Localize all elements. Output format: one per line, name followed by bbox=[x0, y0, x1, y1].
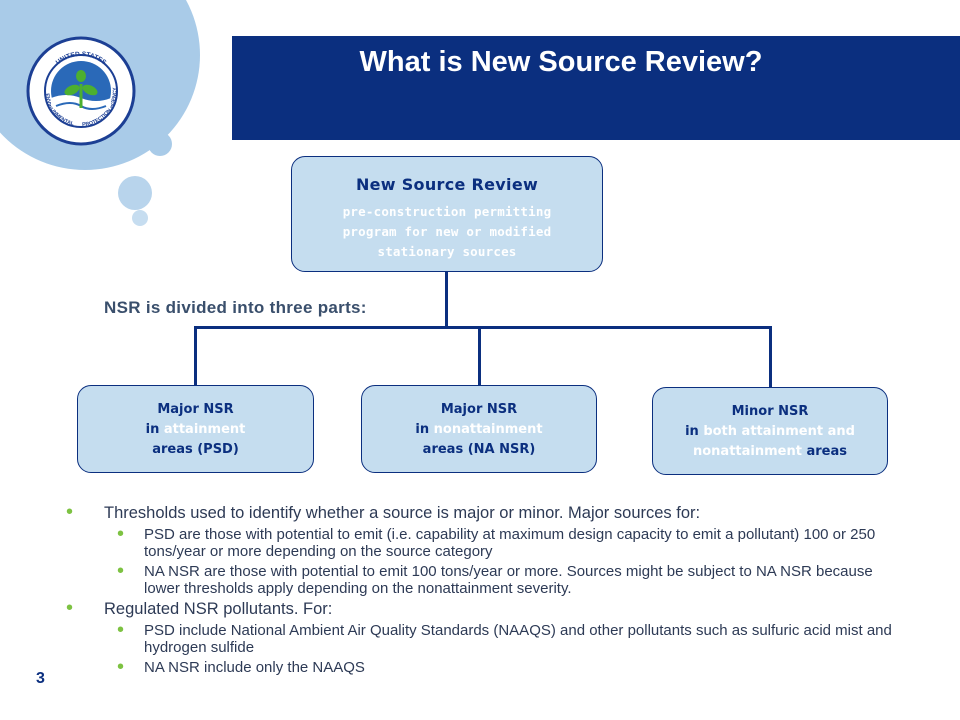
decorative-circle-medium bbox=[148, 132, 172, 156]
part-area-suffix: areas (NA NSR) bbox=[422, 442, 536, 457]
nsr-root-description-line: stationary sources bbox=[377, 244, 517, 259]
page-number: 3 bbox=[36, 670, 45, 687]
bullet-dot-icon: • bbox=[117, 656, 125, 678]
connector-middle bbox=[478, 326, 481, 386]
part-title: Minor NSR bbox=[731, 404, 809, 419]
epa-seal-logo: UNITED STATES ENVIRONMENTAL PROTECTION A… bbox=[26, 36, 136, 146]
part-title: Major NSR bbox=[440, 402, 518, 417]
bullet-text: NA NSR are those with potential to emit … bbox=[144, 563, 873, 597]
nsr-root-description-line: program for new or modified bbox=[342, 224, 552, 239]
decorative-circle-tiny bbox=[132, 210, 148, 226]
sub-bullet-item: • PSD are those with potential to emit (i… bbox=[64, 523, 894, 560]
bullet-dot-icon: • bbox=[117, 523, 125, 545]
part-area: nonattainment areas bbox=[653, 442, 887, 462]
sub-bullet-item: • NA NSR include only the NAAQS bbox=[64, 656, 894, 678]
part-area-highlight: nonattainment bbox=[692, 444, 802, 459]
bullet-item: • Regulated NSR pollutants. For: bbox=[64, 597, 894, 619]
part-area: areas (NA NSR) bbox=[362, 440, 596, 460]
slide-title: What is New Source Review? bbox=[359, 46, 763, 78]
nsr-root-box: New Source Review pre-construction permi… bbox=[291, 156, 603, 272]
connector-vertical-root bbox=[445, 271, 448, 329]
bullet-dot-icon: • bbox=[117, 619, 125, 641]
part-title: Major NSR bbox=[157, 402, 234, 417]
nsr-root-description: pre-construction permitting program for … bbox=[292, 202, 602, 262]
part-scope-highlight: nonattainment bbox=[433, 422, 543, 437]
part-area-suffix: areas (PSD) bbox=[152, 442, 239, 457]
part-scope-prefix: in bbox=[415, 422, 434, 437]
part-area: areas (PSD) bbox=[78, 440, 313, 460]
bullet-text: Regulated NSR pollutants. For: bbox=[104, 600, 333, 618]
bullet-dot-icon: • bbox=[66, 501, 74, 523]
nsr-root-description-line: pre-construction permitting bbox=[342, 204, 552, 219]
bullet-text: PSD include National Ambient Air Quality… bbox=[144, 622, 892, 656]
part-scope: in nonattainment bbox=[362, 420, 596, 440]
bullet-text: PSD are those with potential to emit (i.… bbox=[144, 526, 876, 560]
division-label: NSR is divided into three parts: bbox=[104, 298, 367, 317]
sub-bullet-item: • PSD include National Ambient Air Qualit… bbox=[64, 619, 894, 656]
part-scope-highlight: attainment bbox=[163, 422, 246, 437]
bullet-dot-icon: • bbox=[66, 597, 74, 619]
part-scope: in attainment bbox=[78, 420, 313, 440]
connector-horizontal bbox=[194, 326, 772, 329]
title-bar: What is New Source Review? bbox=[232, 36, 960, 140]
part-scope-prefix: in bbox=[685, 424, 704, 439]
bullet-dot-icon: • bbox=[117, 560, 125, 582]
bullet-item: • Thresholds used to identify whether a s… bbox=[64, 501, 894, 523]
connector-left bbox=[194, 326, 197, 386]
part-scope: in both attainment and bbox=[653, 422, 887, 442]
decorative-circle-small bbox=[118, 176, 152, 210]
connector-right bbox=[769, 326, 772, 388]
part-scope-highlight: both attainment and bbox=[703, 424, 855, 439]
part-area-suffix: areas bbox=[801, 444, 847, 459]
bullet-list: •Thresholds used to identify whether a s… bbox=[64, 501, 894, 679]
part-box-major-psd: Major NSR in attainment areas (PSD) bbox=[77, 385, 314, 473]
part-box-major-na-nsr: Major NSR in nonattainment areas (NA NSR… bbox=[361, 385, 597, 473]
part-scope-prefix: in bbox=[145, 422, 164, 437]
part-box-minor-nsr: Minor NSR in both attainment and nonatta… bbox=[652, 387, 888, 475]
sub-bullet-item: • NA NSR are those with potential to emit… bbox=[64, 560, 894, 597]
bullet-text: NA NSR include only the NAAQS bbox=[144, 659, 365, 676]
bullet-text: Thresholds used to identify whether a so… bbox=[104, 504, 701, 522]
nsr-root-title: New Source Review bbox=[355, 175, 539, 194]
